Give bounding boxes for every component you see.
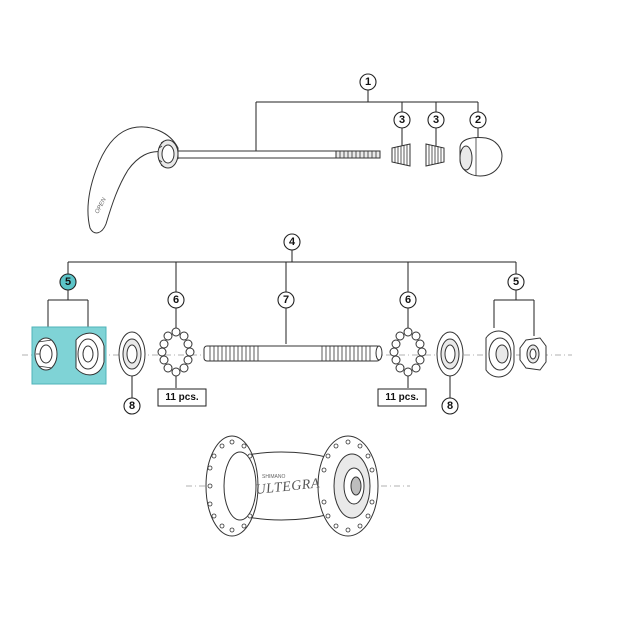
hub-right-flange [317,435,379,537]
quantity-box-right: 11 pcs. [377,388,427,407]
callout-6-left: 6 [167,291,185,309]
skewer-rod [175,150,381,159]
left-dust-cap [118,331,146,398]
svg-text:2: 2 [475,114,481,126]
right-dust-cap [436,331,464,398]
hub-brand-small: SHIMANO [262,474,285,480]
svg-text:11 pcs.: 11 pcs. [165,392,199,403]
svg-text:8: 8 [447,400,453,412]
quantity-box-left: 11 pcs. [157,388,207,407]
svg-text:8: 8 [129,400,135,412]
right-locknut [519,337,547,371]
callout-7: 7 [277,291,295,309]
left-locknut [34,337,58,371]
callout-5-right: 5 [507,273,525,291]
callout-8-left: 8 [123,397,141,415]
callout-5-left: 5 [59,273,77,291]
hub-brand-logo: ULTEGRA [255,476,321,498]
svg-text:4: 4 [289,236,296,248]
adjusting-nut [459,137,503,177]
conical-spring-left [391,143,411,167]
left-ball-bearings [157,327,195,388]
callout-2: 2 [469,111,487,129]
svg-text:5: 5 [513,276,519,288]
callout-3-left: 3 [393,111,411,129]
hub-left-flange [205,435,259,537]
svg-text:3: 3 [399,114,405,126]
left-cone [75,332,105,376]
hub-axle [203,345,383,362]
callout-4: 4 [283,233,301,251]
callout-1: 1 [359,73,377,91]
svg-text:3: 3 [433,114,439,126]
callout-6-right: 6 [399,291,417,309]
svg-text:11 pcs.: 11 pcs. [385,392,419,403]
quick-release-lever: OPEN [87,126,179,234]
callout-8-right: 8 [441,397,459,415]
svg-text:6: 6 [173,294,179,306]
conical-spring-right [425,143,445,167]
quick-release-assembly: OPEN 1 [87,73,503,234]
right-ball-bearings [389,327,427,388]
hub-body: SHIMANO ULTEGRA [186,435,410,537]
callout-3-right: 3 [427,111,445,129]
svg-text:5: 5 [65,276,71,288]
svg-text:6: 6 [405,294,411,306]
svg-text:1: 1 [365,76,371,88]
svg-text:7: 7 [283,294,289,306]
right-cone [485,330,515,378]
hub-axle-assembly: 4 5 5 6 7 6 8 8 [22,233,572,415]
